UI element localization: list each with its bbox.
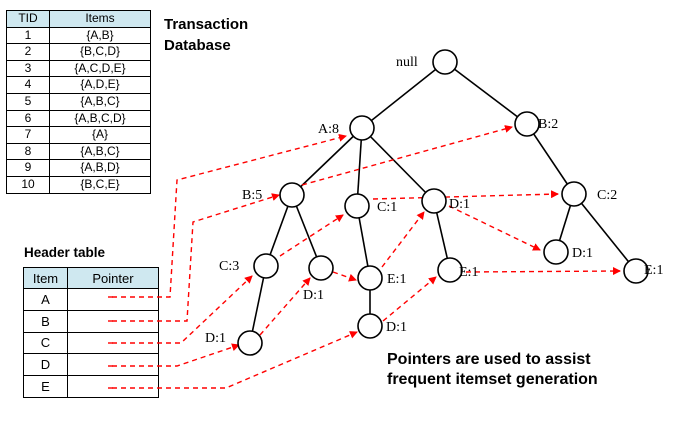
node-label-d1-d: E:1 <box>387 272 406 287</box>
pointer-links <box>112 125 621 389</box>
pointer-link-d2-d3 <box>332 271 357 282</box>
tree-node-e1-b <box>437 257 463 283</box>
tid-cell: 10 <box>6 175 50 194</box>
node-label-d1-b: D:1 <box>303 288 324 303</box>
items-cell: {A,B,C,D} <box>49 109 151 128</box>
tree-edge <box>573 193 637 272</box>
transaction-table-header: TID Items <box>6 10 151 28</box>
tree-node-b2 <box>514 111 540 137</box>
node-label-d1-a: D:1 <box>449 197 470 212</box>
column-header-item: Item <box>23 267 68 289</box>
column-header-items: Items <box>49 10 151 28</box>
tree-node-c1 <box>344 193 370 219</box>
node-label-a8: A:8 <box>318 122 339 137</box>
node-label-c1: C:1 <box>377 200 397 215</box>
node-label-e1-b: E:1 <box>459 265 478 280</box>
tree-nodes <box>237 49 649 356</box>
pointer-link-d4-d5 <box>448 205 541 251</box>
pointer-link-b1-b2 <box>301 125 513 186</box>
pointer-link-b <box>112 193 280 322</box>
node-label-e1-a: D:1 <box>386 320 407 335</box>
title-line-1: Transaction <box>164 16 249 33</box>
items-cell: {A,B,C} <box>49 92 151 111</box>
title-line-2: Database <box>164 37 231 54</box>
node-label-e1-c: E:1 <box>644 263 663 278</box>
pointer-cell <box>67 375 159 398</box>
pointer-link-c <box>112 275 253 344</box>
header-table-columns: Item Pointer <box>23 267 159 289</box>
node-label-d1-c: D:1 <box>205 331 226 346</box>
table-row: 5{A,B,C} <box>6 92 151 111</box>
note-line-2: frequent itemset generation <box>387 371 598 388</box>
pointer-link-c1-c2 <box>372 190 559 200</box>
transaction-table: TID Items 1{A,B} 2{B,C,D} 3{A,C,D,E} 4{A… <box>6 10 151 194</box>
note-line-1: Pointers are used to assist <box>387 351 591 368</box>
table-row: 9{A,B,D} <box>6 159 151 177</box>
pointer-link-e <box>112 331 358 389</box>
table-row: 10{B,C,E} <box>6 175 151 194</box>
header-table-title: Header table <box>24 245 106 260</box>
tree-node-d1-c <box>237 330 263 356</box>
pointer-note: Pointers are used to assist frequent ite… <box>387 350 677 390</box>
pointer-link-d1-d2 <box>259 277 311 336</box>
table-row: E <box>23 375 159 398</box>
tree-node-d1-d <box>357 265 383 291</box>
tree-edge <box>526 123 575 195</box>
tree-node-e1-a <box>357 313 383 339</box>
items-cell: {A,B,D} <box>49 159 151 177</box>
tree-edge <box>291 194 322 269</box>
tree-node-e1-c <box>623 258 649 284</box>
column-header-pointer: Pointer <box>67 267 159 289</box>
tree-node-d1-a <box>421 188 447 214</box>
tree-edge <box>249 265 267 344</box>
pointer-link-e1-e2 <box>382 276 437 322</box>
pointer-link-c3-c1 <box>279 214 344 257</box>
pointer-stubs <box>108 296 114 389</box>
node-label-c2: C:2 <box>597 188 617 203</box>
tree-labels: null A:8 B:5 C:1 D:1 C:3 D:1 D:1 E:1 D:1… <box>205 55 663 346</box>
transaction-database-title: Transaction Database <box>164 14 248 56</box>
tree-edge <box>444 61 528 125</box>
node-label-null: null <box>396 55 418 70</box>
tree-node-d1-e <box>543 239 569 265</box>
node-label-c3: C:3 <box>219 259 239 274</box>
tree-edge <box>361 127 435 202</box>
pointer-link-a <box>112 133 347 298</box>
table-row: 6{A,B,C,D} <box>6 109 151 128</box>
node-label-b5: B:5 <box>242 188 262 203</box>
column-header-tid: TID <box>6 10 50 28</box>
node-label-b2: B:2 <box>538 117 558 132</box>
node-label-d1-e: D:1 <box>572 246 593 261</box>
pointer-link-d <box>112 343 240 367</box>
table-row: 8{A,B,C} <box>6 142 151 161</box>
tree-node-b5 <box>279 182 305 208</box>
tree-node-c3 <box>253 253 279 279</box>
pointer-link-d3-d4 <box>381 211 425 268</box>
tree-node-c2 <box>561 181 587 207</box>
table-row: 3{A,C,D,E} <box>6 59 151 78</box>
tree-edge <box>361 61 446 129</box>
pointer-link-e2-e3 <box>465 267 621 276</box>
tree-node-a8 <box>349 115 375 141</box>
items-cell: {B,C,E} <box>49 175 151 194</box>
tree-edge <box>356 127 363 207</box>
tree-node-null <box>432 49 458 75</box>
tree-node-d1-b <box>308 255 334 281</box>
